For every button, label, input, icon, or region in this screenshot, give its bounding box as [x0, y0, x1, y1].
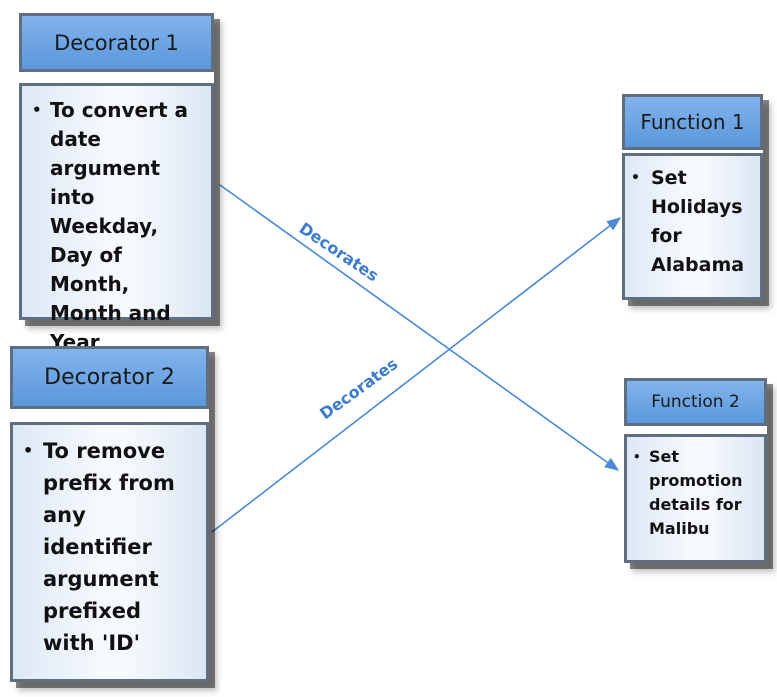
- decorator-2-body: • To remove prefix from any identifier a…: [10, 422, 209, 682]
- function-1-node: Function 1 • Set Holidays for Alabama: [622, 94, 763, 300]
- function-1-header: Function 1: [622, 94, 763, 150]
- decorator-2-description: To remove prefix from any identifier arg…: [43, 439, 175, 655]
- decorates-arrow-dec2-to-func1: [211, 217, 622, 533]
- decorator-1-body: • To convert a date argument into Weekda…: [19, 83, 214, 354]
- function-2-bullet-item: • Set promotion details for Malibu: [633, 445, 758, 541]
- decorator-2-bullet-item: • To remove prefix from any identifier a…: [23, 435, 198, 659]
- function-1-title: Function 1: [640, 110, 745, 134]
- function-1-description: Set Holidays for Alabama: [651, 167, 745, 276]
- bullet-icon: •: [32, 101, 42, 119]
- function-2-node: Function 2 • Set promotion details for M…: [624, 378, 767, 563]
- edge-label-dec2: Decorates: [316, 354, 401, 423]
- edge-label-dec1: Decorates: [296, 219, 382, 286]
- function-1-body: • Set Holidays for Alabama: [622, 153, 763, 300]
- function-1-bullet-item: • Set Holidays for Alabama: [631, 164, 754, 280]
- bullet-icon: •: [631, 170, 640, 186]
- function-2-header: Function 2: [624, 378, 767, 426]
- decorates-arrow-dec1-to-func2: [219, 184, 620, 471]
- decorator-2-title: Decorator 2: [44, 365, 175, 390]
- function-2-title: Function 2: [651, 392, 740, 412]
- function-2-description: Set promotion details for Malibu: [649, 447, 743, 538]
- decorator-2-node: Decorator 2 • To remove prefix from any …: [10, 346, 209, 682]
- decorator-1-header: Decorator 1: [19, 13, 214, 72]
- decorator-2-header: Decorator 2: [10, 346, 209, 409]
- decorator-1-title: Decorator 1: [54, 30, 179, 55]
- function-2-body: • Set promotion details for Malibu: [624, 434, 767, 563]
- decorator-1-description: To convert a date argument into Weekday,…: [50, 98, 189, 354]
- decorator-1-node: Decorator 1 • To convert a date argument…: [19, 13, 214, 354]
- bullet-icon: •: [633, 450, 641, 464]
- decorator-1-bullet-item: • To convert a date argument into Weekda…: [32, 96, 203, 357]
- bullet-icon: •: [23, 441, 34, 460]
